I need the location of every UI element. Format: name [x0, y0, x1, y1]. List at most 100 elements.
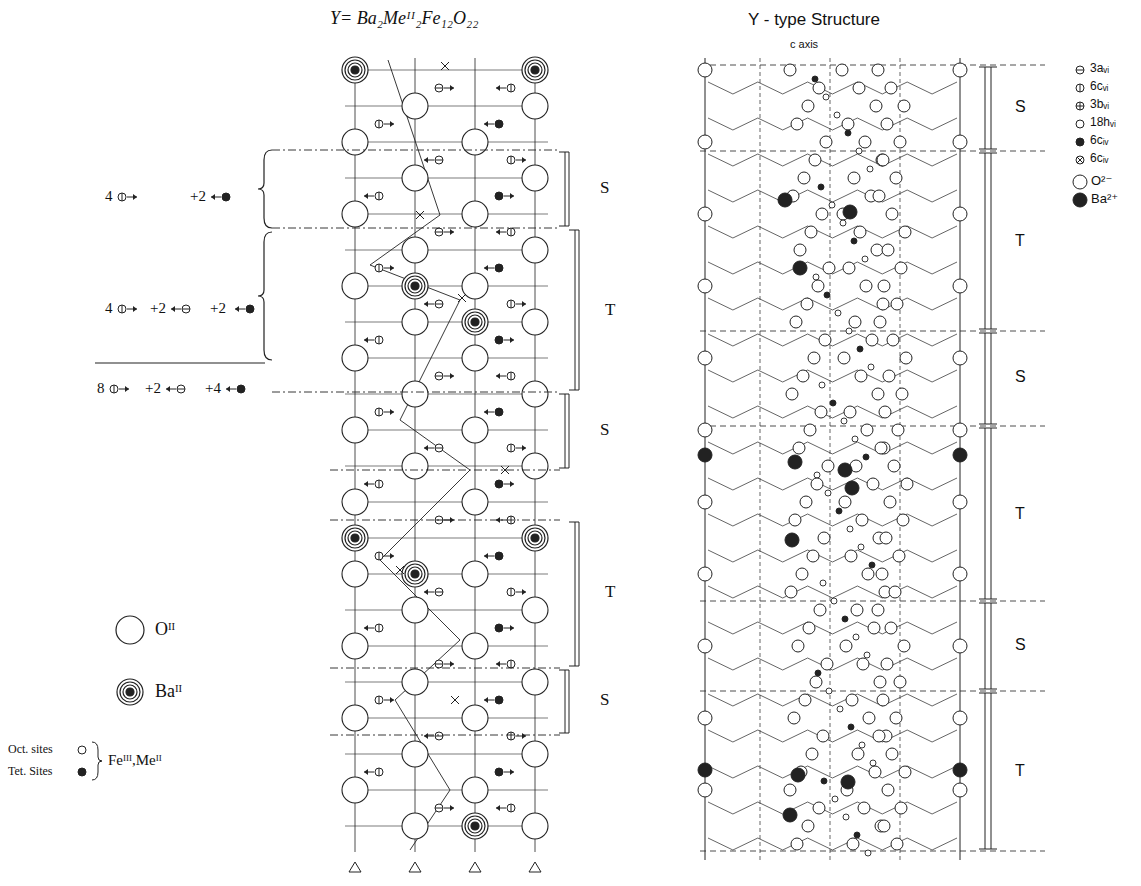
block-bracket: [575, 230, 576, 390]
oxygen-ion: [877, 298, 889, 310]
arrow-head: [364, 481, 368, 487]
barium-ion: [778, 193, 792, 207]
oxygen-ion: [872, 388, 884, 400]
site-mark: [379, 264, 380, 272]
oxygen-ion: [819, 334, 831, 346]
metal-site: [495, 264, 503, 272]
oxygen-ion: [901, 478, 913, 490]
metal-site: [375, 480, 383, 488]
barium-ion: [783, 808, 797, 822]
site-mark: [1077, 157, 1083, 163]
oxygen-ion: [858, 802, 870, 814]
oxygen-ion: [698, 423, 712, 437]
site-mark: [114, 385, 115, 393]
count-number: +2: [150, 300, 166, 317]
metal-site: [864, 652, 870, 658]
oxygen-ion: [462, 417, 488, 443]
block-bracket: [979, 153, 997, 154]
barium-ion: [843, 205, 857, 219]
block-label: T: [1015, 762, 1025, 780]
oxygen-ion: [342, 417, 368, 443]
polyhedron-edge: [708, 334, 957, 346]
metal-site: [859, 742, 865, 748]
arrow-head: [364, 769, 368, 775]
block-bracket: [559, 670, 569, 671]
polyhedron-edge: [708, 766, 957, 778]
cross-mark: [396, 566, 404, 574]
polyhedron-edge: [708, 406, 957, 418]
oxygen-ion: [790, 316, 802, 328]
oxygen-ion: [863, 712, 875, 724]
block-bracket: [979, 428, 997, 429]
arrow-head: [364, 193, 368, 199]
barium-ion: [838, 463, 852, 477]
oxygen-ion: [813, 82, 825, 94]
site-mark: [511, 300, 512, 308]
arrow-head: [510, 769, 514, 775]
metal-site: [495, 624, 503, 632]
oxygen-ion: [890, 172, 902, 184]
oxygen-ion: [872, 604, 884, 616]
metal-site: [842, 616, 848, 622]
metal-site: [829, 202, 835, 208]
barium-ion: [471, 318, 479, 326]
block-bracket: [559, 394, 569, 395]
site-mark: [435, 592, 443, 593]
oxygen-ion: [802, 100, 814, 112]
count-number: +2: [190, 188, 206, 205]
oxygen-ion: [342, 345, 368, 371]
oxygen-ion: [402, 597, 428, 623]
barium-ion: [405, 276, 425, 296]
block-bracket: [569, 152, 570, 226]
oxygen-ion: [882, 784, 894, 796]
oxygen-ion: [698, 207, 712, 221]
metal-site: [862, 256, 868, 262]
barium-ion: [528, 531, 542, 545]
metal-site: [507, 156, 515, 164]
barium-ion: [120, 682, 140, 702]
block-bracket: [569, 394, 570, 468]
block-boundary: [700, 691, 1045, 692]
legend-barium: [1073, 193, 1087, 207]
barium-ion: [525, 528, 545, 548]
axis-label: c axis: [790, 38, 818, 51]
oxygen-ion: [402, 813, 428, 839]
block-bracket: [565, 152, 566, 226]
arrow-head: [133, 306, 137, 312]
oxygen-ion: [797, 370, 809, 382]
oxygen-ion: [898, 640, 910, 652]
block-bracket: [569, 666, 579, 667]
metal-site: [375, 552, 383, 560]
layer-line: [345, 646, 548, 647]
barium-ion: [531, 534, 539, 542]
oxygen-ion: [881, 658, 893, 670]
arrow-head: [522, 589, 526, 595]
barium-ion: [528, 63, 542, 77]
oxygen-ion: [860, 280, 872, 292]
block-boundary: [272, 392, 560, 393]
legend-text: 3aᵥᵢ: [1090, 62, 1109, 76]
metal-site: [823, 94, 829, 100]
cross-mark: [451, 696, 459, 704]
oxygen-ion: [342, 705, 368, 731]
barium-ion: [531, 66, 539, 74]
cross-mark: [441, 62, 449, 70]
block-bracket: [979, 329, 997, 330]
site-mark: [379, 552, 380, 560]
layer-line: [345, 718, 548, 719]
oxygen-ion: [402, 309, 428, 335]
polyhedron-edge: [708, 118, 957, 130]
oxygen-ion: [798, 172, 810, 184]
barium-ion: [522, 57, 548, 83]
block-label: S: [600, 420, 609, 440]
oxygen-ion: [953, 63, 967, 77]
oxygen-ion: [895, 262, 907, 274]
site-mark: [379, 768, 380, 776]
polyhedron-edge: [708, 478, 957, 490]
block-bracket: [991, 603, 992, 689]
oxygen-ion: [814, 604, 826, 616]
oxygen-ion: [522, 93, 548, 119]
oxygen-ion: [522, 165, 548, 191]
block-boundary: [272, 150, 560, 151]
block-bracket: [579, 230, 580, 390]
